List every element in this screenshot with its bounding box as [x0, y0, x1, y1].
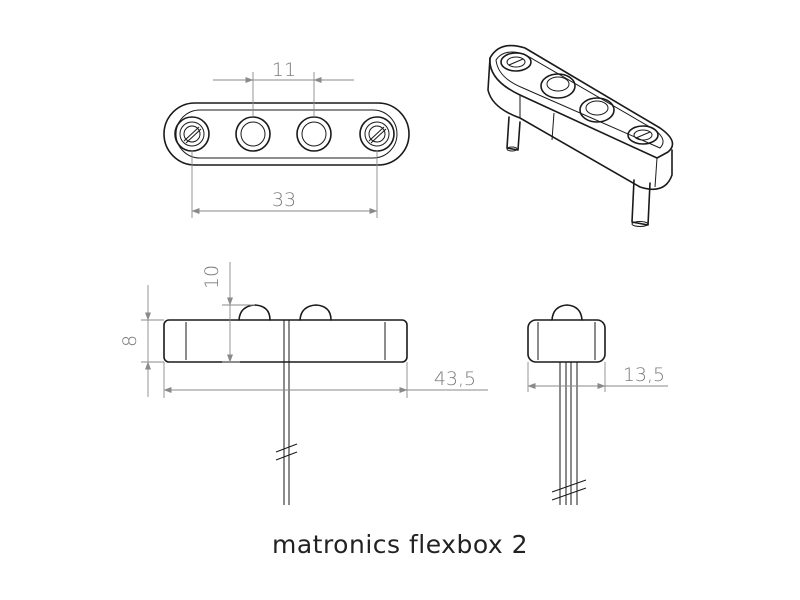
end-view: 13,5 — [527, 304, 668, 505]
screw-right — [359, 116, 395, 152]
screw-left — [174, 116, 210, 152]
dim-13-5-label: 13,5 — [623, 364, 665, 386]
dim-10-label: 10 — [201, 265, 223, 289]
top-view: 11 33 — [163, 59, 410, 218]
dim-33-label: 33 — [272, 189, 296, 211]
dim-8-label: 8 — [119, 335, 141, 347]
dim-43-5-label: 43,5 — [434, 368, 476, 390]
product-caption: matronics flexbox 2 — [271, 530, 529, 559]
dim-11-label: 11 — [272, 59, 296, 81]
led-right — [296, 116, 332, 152]
led-left — [235, 116, 271, 152]
side-view: 8 10 43,5 — [119, 262, 488, 505]
iso-view — [487, 44, 674, 227]
